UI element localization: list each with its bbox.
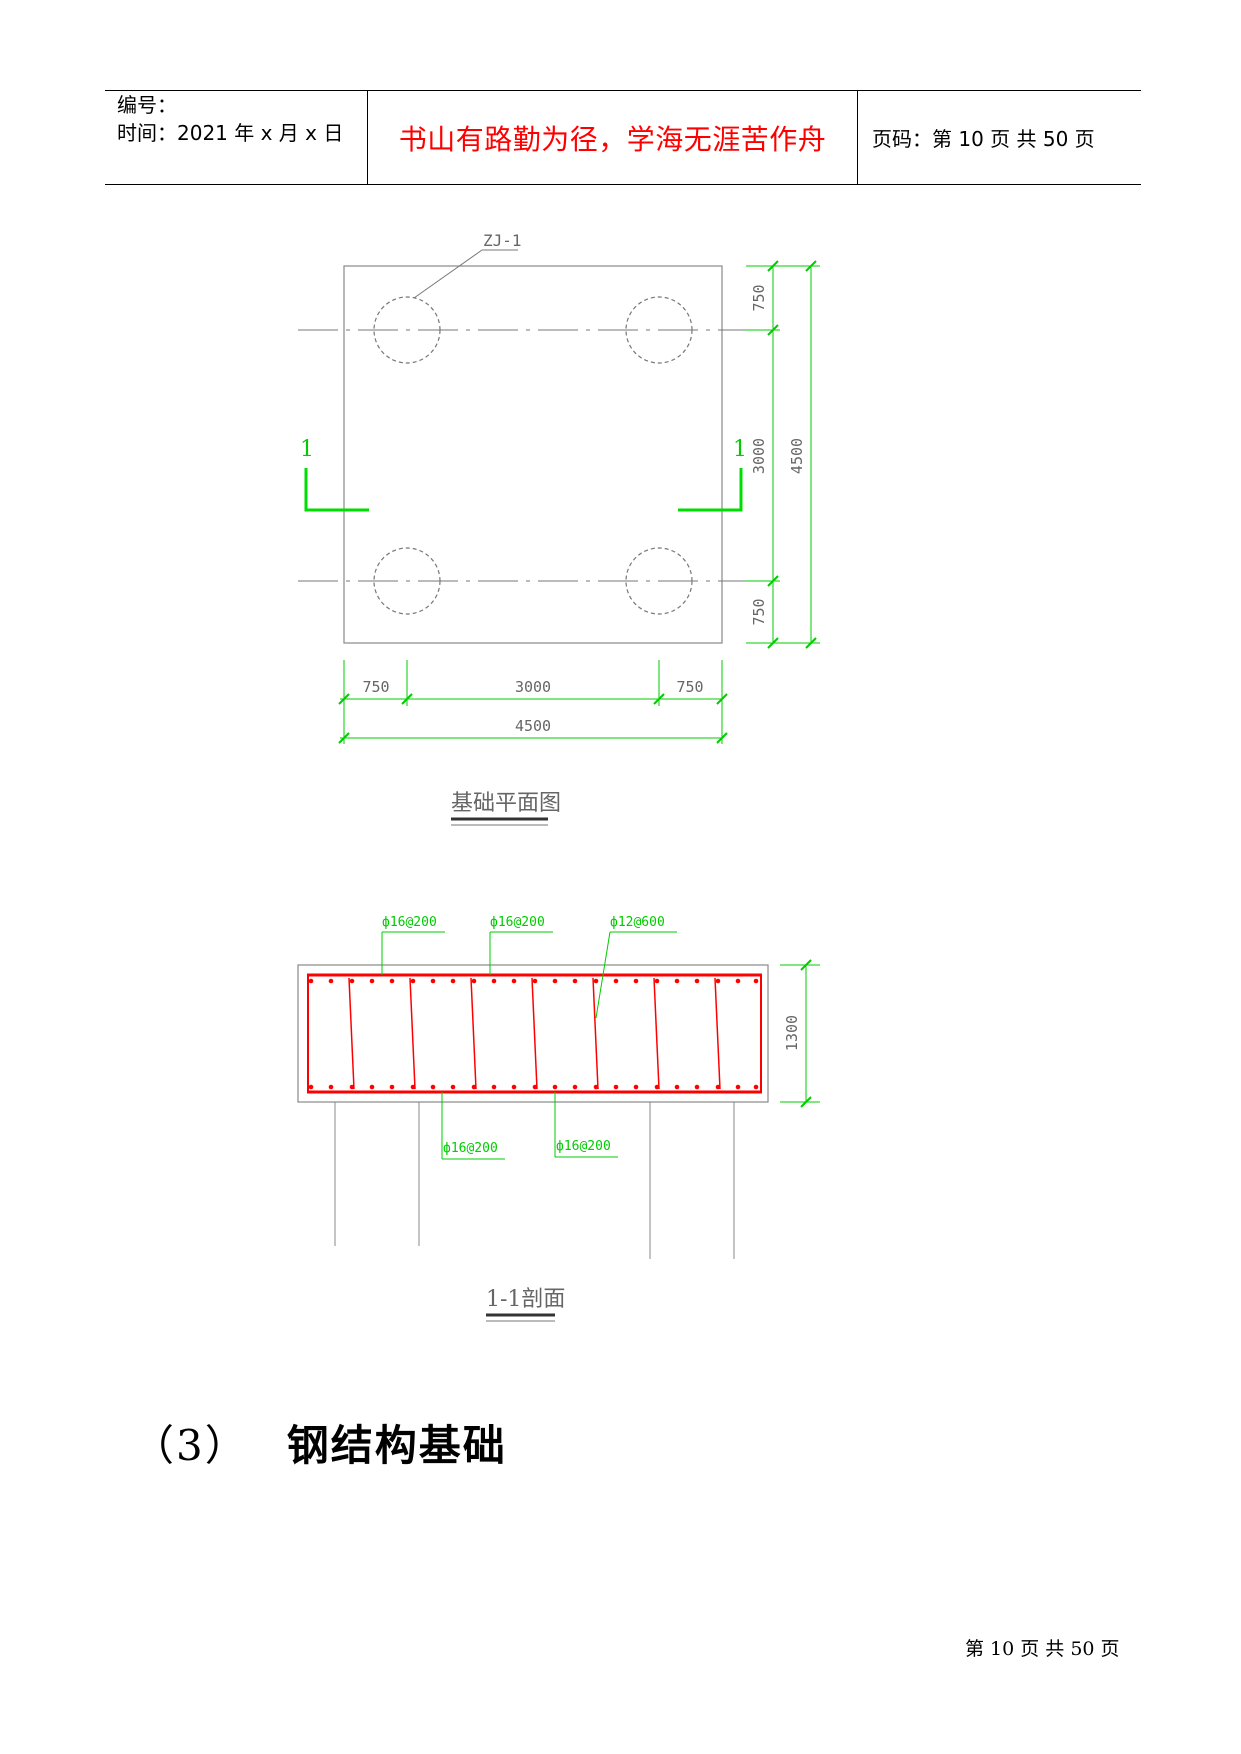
pile-circle: [373, 296, 441, 364]
rebar-top-callout-2: ф16@200: [490, 915, 545, 930]
page-info: 页码：第 10 页 共 50 页: [872, 127, 1095, 151]
code-label: 编号：: [117, 93, 177, 117]
header-page-cell: 页码：第 10 页 共 50 页: [858, 91, 1141, 184]
plan-caption: 基础平面图: [451, 791, 561, 816]
stirrup: [714, 977, 721, 1090]
pile-circle: [625, 296, 693, 364]
section-heading-title: 钢结构基础: [286, 1421, 507, 1470]
section-height-dim: 1300: [783, 1015, 801, 1051]
dim-bottom-right: 750: [676, 678, 703, 696]
dim-right-top: 750: [750, 284, 768, 311]
dim-bottom-left: 750: [362, 678, 389, 696]
dim-bottom-total: 4500: [515, 717, 551, 735]
rebar-stirrup-callout: ф12@600: [610, 915, 665, 930]
document-header: 编号： 时间：2021 年 x 月 x 日 书山有路勤为径，学海无涯苦作舟 页码…: [105, 90, 1141, 185]
dim-right-middle: 3000: [750, 438, 768, 474]
pile-leader-line: [413, 249, 483, 299]
stirrup: [409, 977, 416, 1090]
time-label: 时间：2021 年 x 月 x 日: [117, 121, 344, 145]
pile-circle: [373, 547, 441, 615]
dim-right-bottom: 750: [750, 598, 768, 625]
stirrup: [470, 977, 477, 1090]
dim-right-total: 4500: [788, 438, 806, 474]
section-heading-number: （3）: [132, 1421, 249, 1470]
dim-bottom-middle: 3000: [515, 678, 551, 696]
header-motto-cell: 书山有路勤为径，学海无涯苦作舟: [368, 91, 858, 184]
stirrup: [531, 977, 538, 1090]
section-caption: 1-1剖面: [486, 1287, 565, 1312]
section-mark-right: [678, 468, 743, 512]
rebar-bottom-callout-2: ф16@200: [556, 1139, 611, 1154]
stirrup: [653, 977, 660, 1090]
header-meta-cell: 编号： 时间：2021 年 x 月 x 日: [105, 91, 368, 184]
section-mark-left-label: 1: [300, 437, 314, 462]
section-slab-outline: [297, 964, 769, 1103]
page-footer: 第 10 页 共 50 页: [965, 1638, 1120, 1660]
section-mark-left: [304, 468, 369, 512]
pile-circle: [625, 547, 693, 615]
stirrup: [592, 977, 599, 1090]
section-mark-right-label: 1: [733, 437, 747, 462]
rebar-bottom-callout-1: ф16@200: [443, 1141, 498, 1156]
stirrup: [348, 977, 355, 1090]
motto-text: 书山有路勤为径，学海无涯苦作舟: [398, 122, 827, 156]
rebar-top-callout-1: ф16@200: [382, 915, 437, 930]
pile-label: ZJ-1: [483, 231, 522, 250]
plan-slab-outline: [343, 265, 723, 644]
section-heading: （3） 钢结构基础: [132, 1412, 507, 1473]
